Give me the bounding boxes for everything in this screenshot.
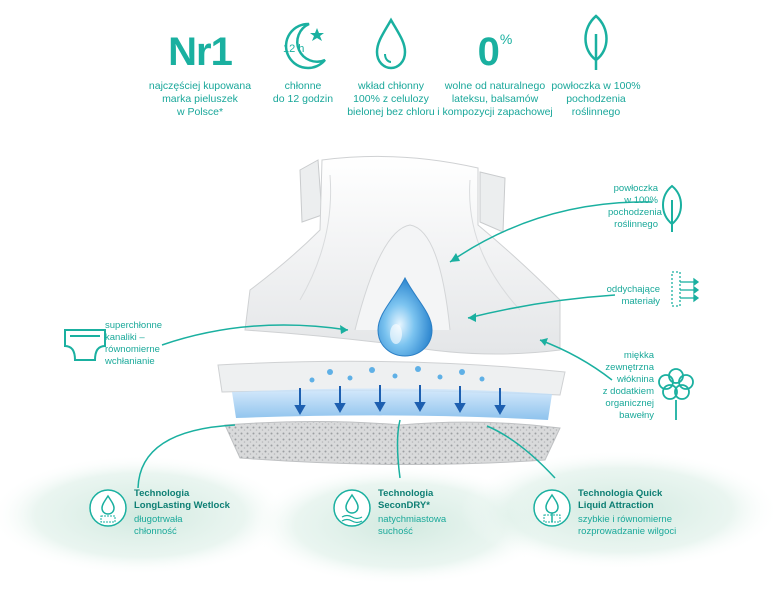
leaf-icon xyxy=(662,184,682,232)
tech-wetlock: Technologia LongLasting Wetlock długotrw… xyxy=(89,488,230,538)
feature-12h: 12 h chłonne do 12 godzin xyxy=(238,0,368,106)
feature-text: wolne od naturalnego lateksu, balsamów i… xyxy=(437,80,553,118)
diaper-side-tab xyxy=(299,159,323,223)
tech-desc: długotrwała chłonność xyxy=(134,514,183,537)
moon-12h-icon: 12 h xyxy=(283,22,326,70)
callout-channels: superchłonne kanaliki – równomierne wchł… xyxy=(105,320,163,367)
droplet-icon xyxy=(375,17,407,70)
diaper-icon xyxy=(64,329,106,361)
tech-secondry: Technologia SeconDRY* natychmiastowa suc… xyxy=(333,488,447,538)
liquid-attraction-icon xyxy=(533,489,571,527)
callout-soft-outer: miękka zewnętrzna włóknina z dodatkiem o… xyxy=(602,350,654,421)
tech-desc: natychmiastowa suchość xyxy=(378,514,447,537)
absorption-arrows xyxy=(294,385,506,416)
feature-plant: powłoczka w 100% pochodzenia roślinnego xyxy=(531,0,661,119)
feature-text: powłoczka w 100% pochodzenia roślinnego xyxy=(551,80,641,118)
diaper-side-tab xyxy=(479,171,506,233)
feature-nr1: Nr1 najczęściej kupowana marka pieluszek… xyxy=(135,0,265,119)
svg-text:12 h: 12 h xyxy=(283,43,304,55)
droplet-scatter xyxy=(309,366,485,383)
callout-coating: powłoczka w 100% pochodzenia roślinnego xyxy=(608,183,662,230)
wetlock-icon xyxy=(89,489,127,527)
mist-cloud xyxy=(460,450,780,570)
zero-percent-icon: 0% xyxy=(477,30,513,74)
callout-arrowheads xyxy=(340,253,548,346)
feature-zero: 0% wolne od naturalnego lateksu, balsamó… xyxy=(430,0,560,119)
tech-title: Technologia SeconDRY* xyxy=(378,488,434,511)
absorbent-core xyxy=(224,421,561,466)
feature-text: chłonne do 12 godzin xyxy=(272,80,334,105)
breathable-icon xyxy=(671,271,700,307)
tech-title: Technologia LongLasting Wetlock xyxy=(134,488,230,511)
feature-text: najczęściej kupowana marka pieluszek w P… xyxy=(148,80,252,118)
tech-desc: szybkie i równomierne rozprowadzanie wil… xyxy=(578,514,677,537)
diaper-crease xyxy=(469,179,521,311)
tech-liquid-attraction: Technologia Quick Liquid Attraction szyb… xyxy=(533,488,677,538)
tech-title: Technologia Quick Liquid Attraction xyxy=(578,488,663,511)
diaper-crease xyxy=(299,174,332,301)
feature-text: wkład chłonny 100% z celulozy bielonej b… xyxy=(347,80,435,118)
cotton-icon xyxy=(658,368,694,420)
leaf-icon xyxy=(584,14,608,70)
diaper-center-channel xyxy=(354,224,451,331)
feature-cellulose: wkład chłonny 100% z celulozy bielonej b… xyxy=(326,0,456,119)
secondry-icon xyxy=(333,489,371,527)
mist-cloud xyxy=(0,455,290,575)
callout-breathable: oddychające materiały xyxy=(606,284,660,307)
nr1-icon: Nr1 xyxy=(168,30,233,74)
water-drop-highlight xyxy=(390,324,402,344)
absorption-layer xyxy=(232,388,552,420)
callout-lines xyxy=(137,201,653,489)
